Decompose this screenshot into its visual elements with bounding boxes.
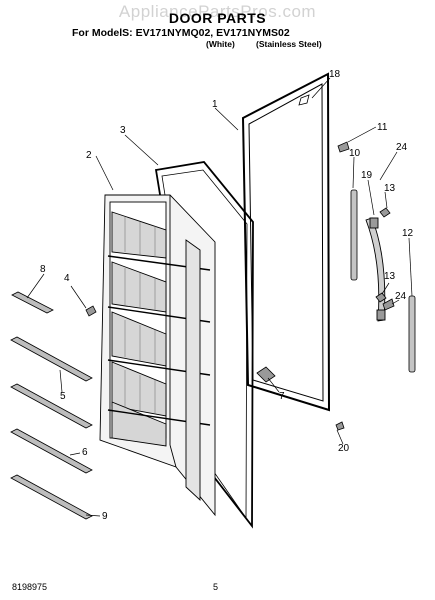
document-number: 8198975 — [12, 582, 48, 592]
watermark: AppliancePartsPros.com — [118, 2, 317, 21]
shelf-trim-bars — [10, 291, 93, 520]
trim-bar-6 — [10, 428, 93, 474]
screw-20 — [335, 421, 345, 431]
callout-12: 12 — [402, 228, 414, 239]
callout-11: 11 — [377, 122, 388, 133]
variant-stainless: (Stainless Steel) — [256, 39, 322, 49]
callout-2: 2 — [86, 150, 92, 161]
trim-bar-5b — [10, 383, 93, 429]
callout-13a: 13 — [384, 183, 396, 194]
leader-lines — [26, 77, 413, 517]
callout-4: 4 — [64, 273, 70, 284]
model-numbers: For ModelS: EV171NYMQ02, EV171NYMS02 — [72, 27, 290, 39]
callout-8: 8 — [40, 264, 46, 275]
callout-1: 1 — [212, 99, 218, 110]
callout-9: 9 — [102, 511, 108, 522]
trim-strip-12 — [408, 295, 416, 373]
callout-7: 7 — [279, 391, 285, 402]
page-title: DOOR PARTS — [168, 10, 267, 26]
trim-bar-8 — [11, 291, 54, 314]
bracket-7 — [256, 366, 276, 383]
trim-strip-10 — [350, 189, 358, 281]
trim-bar-5a — [10, 336, 93, 382]
screw-13b — [375, 292, 387, 303]
callout-20: 20 — [338, 443, 350, 454]
callout-24b: 24 — [395, 291, 407, 302]
screw-11 — [337, 141, 350, 153]
inner-door-panel — [99, 194, 216, 517]
screw-13a — [379, 207, 391, 218]
callout-10: 10 — [349, 148, 361, 159]
trim-bar-9 — [10, 474, 93, 520]
variant-white: (White) — [206, 39, 235, 49]
callout-3: 3 — [120, 125, 126, 136]
callout-6: 6 — [82, 447, 88, 458]
callout-18: 18 — [329, 69, 341, 80]
plug-18 — [298, 94, 310, 106]
callout-19: 19 — [361, 170, 373, 181]
page-number: 5 — [213, 582, 219, 592]
callout-13b: 13 — [384, 271, 396, 282]
door-gasket — [241, 72, 331, 412]
door-handle — [365, 217, 386, 322]
callout-5: 5 — [60, 391, 66, 402]
cap-24b — [382, 298, 395, 311]
callout-24a: 24 — [396, 142, 408, 153]
screw-4 — [85, 305, 97, 317]
